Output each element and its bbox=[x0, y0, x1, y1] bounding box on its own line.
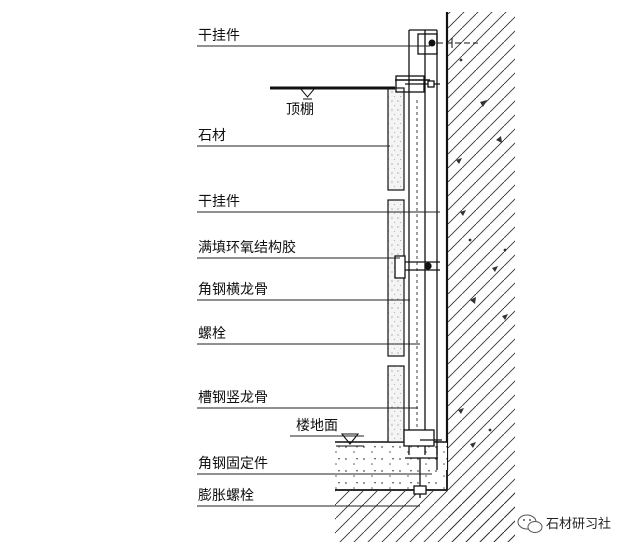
label-stone: 石材 bbox=[198, 128, 226, 144]
mid-dry-hanger bbox=[394, 255, 440, 279]
channel-steel-keel bbox=[408, 29, 438, 455]
ceiling-board bbox=[270, 79, 430, 100]
structural-wall bbox=[445, 12, 515, 542]
top-dry-hanger bbox=[417, 33, 478, 55]
label-bolt: 螺栓 bbox=[198, 326, 226, 342]
label-ceiling: 顶棚 bbox=[286, 102, 314, 118]
label-dry-hanger-top: 干挂件 bbox=[198, 28, 240, 44]
wechat-icon bbox=[517, 514, 543, 533]
label-epoxy-glue: 满填环氧结构胶 bbox=[198, 239, 296, 256]
label-dry-hanger-mid: 干挂件 bbox=[198, 194, 240, 210]
leader-lines bbox=[197, 45, 440, 507]
watermark-text: 石材研习社 bbox=[546, 516, 611, 532]
watermark: 石材研习社 bbox=[517, 514, 611, 533]
label-angle-steel-keel: 角钢横龙骨 bbox=[198, 282, 268, 298]
label-channel-steel-keel: 槽钢竖龙骨 bbox=[198, 390, 268, 406]
floor-slab bbox=[335, 441, 515, 542]
aggregate-marks bbox=[456, 58, 508, 448]
angle-steel-fixer bbox=[403, 429, 442, 498]
floor-level-marker bbox=[336, 433, 364, 447]
label-floor-surface: 楼地面 bbox=[296, 418, 338, 434]
ceiling-connector bbox=[395, 75, 440, 93]
label-angle-steel-fixer: 角钢固定件 bbox=[198, 456, 268, 472]
label-expansion-bolt: 膨胀螺栓 bbox=[198, 487, 254, 504]
